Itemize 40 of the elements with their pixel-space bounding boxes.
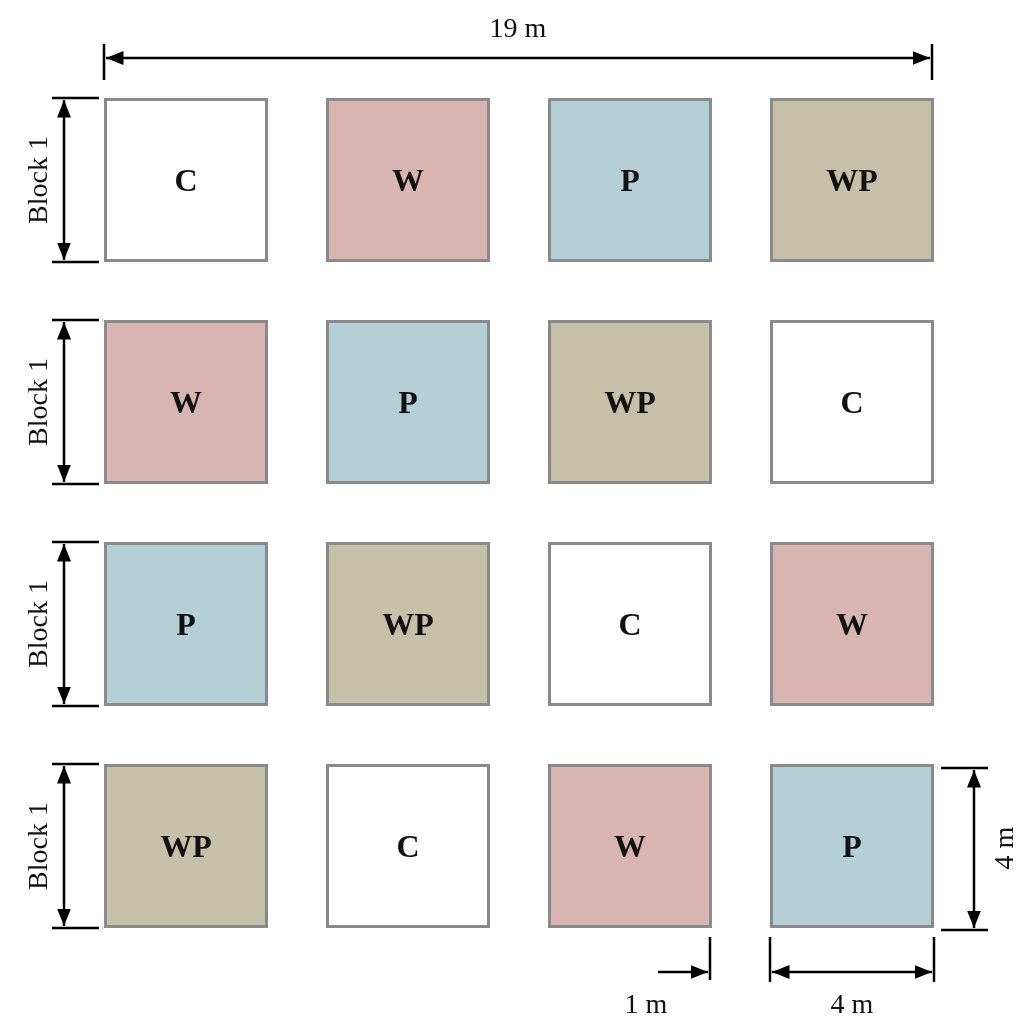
plot-label: WP <box>382 605 434 643</box>
dimension-label: 4 m <box>830 990 874 1018</box>
plot-square <box>770 542 934 706</box>
dimension-label: 1 m <box>624 990 668 1018</box>
plot-label: C <box>840 383 864 421</box>
plot-square <box>326 98 490 262</box>
plot-square <box>104 764 268 928</box>
dimension-label: 19 m <box>489 14 547 42</box>
plot-square <box>548 764 712 928</box>
plot-square <box>548 320 712 484</box>
plot-label: C <box>396 827 420 865</box>
plot-label: W <box>614 827 646 865</box>
plot-square <box>326 542 490 706</box>
plot-square <box>326 764 490 928</box>
plot-label: WP <box>604 383 656 421</box>
plot-label: WP <box>160 827 212 865</box>
dimension-label: Block 1 <box>24 358 52 446</box>
plot-square <box>548 542 712 706</box>
plot-square <box>770 320 934 484</box>
dimension-label: Block 1 <box>24 802 52 890</box>
plot-label: W <box>836 605 868 643</box>
dimension-label: Block 1 <box>24 136 52 224</box>
plot-label: P <box>176 605 196 643</box>
plot-square <box>770 764 934 928</box>
plot-square <box>326 320 490 484</box>
plot-label: W <box>392 161 424 199</box>
plot-square <box>548 98 712 262</box>
plot-label: P <box>842 827 862 865</box>
plot-square <box>104 320 268 484</box>
plot-square <box>104 542 268 706</box>
plot-label: P <box>398 383 418 421</box>
plot-label: C <box>174 161 198 199</box>
plot-label: W <box>170 383 202 421</box>
plot-label: C <box>618 605 642 643</box>
plot-label: P <box>620 161 640 199</box>
plot-square <box>770 98 934 262</box>
dimension-label: Block 1 <box>24 580 52 668</box>
dimension-label: 4 m <box>990 826 1018 870</box>
plot-square <box>104 98 268 262</box>
plot-label: WP <box>826 161 878 199</box>
